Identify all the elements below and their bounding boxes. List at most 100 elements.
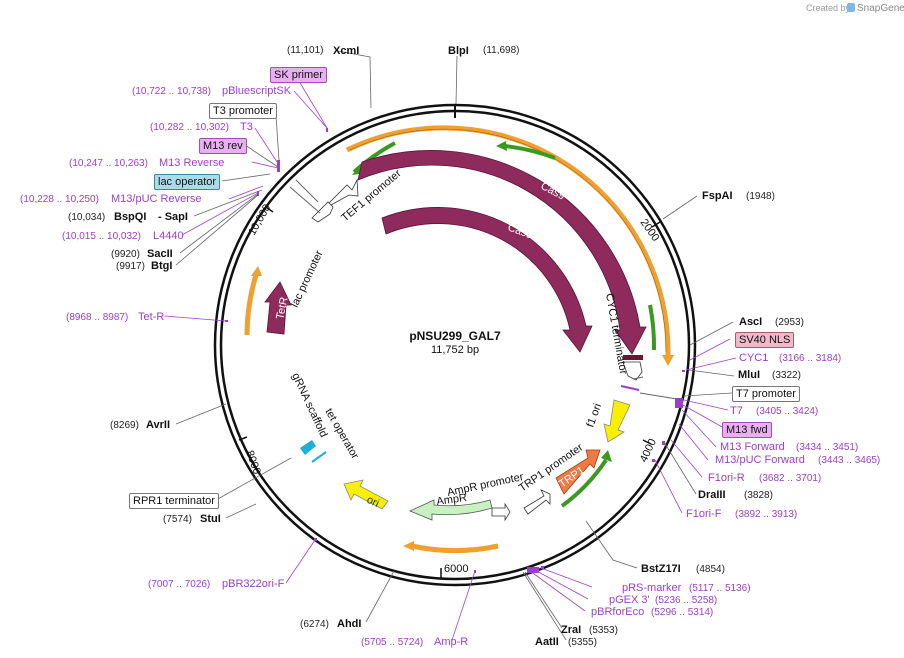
pbluescript-position: (10,722 .. 10,738) xyxy=(132,86,211,97)
tet-r-primer[interactable]: Tet-R xyxy=(138,311,165,323)
ahdi-site[interactable]: AhdI xyxy=(337,618,362,630)
sk-primer-badge[interactable]: SK primer xyxy=(270,67,327,83)
m13-reverse-position: (10,247 .. 10,263) xyxy=(69,158,148,169)
sapi-site[interactable]: - SapI xyxy=(158,211,188,223)
bstz17i-site[interactable]: BstZ17I xyxy=(641,563,681,575)
tetr-arrow xyxy=(264,281,292,335)
draiii-site[interactable]: DraIII xyxy=(698,489,726,501)
m13-forward-primer[interactable]: M13 Forward xyxy=(720,441,785,453)
cyc1-bar xyxy=(623,355,643,360)
zrai-site[interactable]: ZraI xyxy=(561,624,582,636)
f1ori-f-position: (3892 .. 3913) xyxy=(735,509,798,520)
pgex-position: (5236 .. 5258) xyxy=(655,595,718,606)
avrii-position: (8269) xyxy=(110,420,139,431)
stui-position: (7574) xyxy=(163,514,192,525)
plasmid-size: 11,752 bp xyxy=(431,344,479,356)
cyc1-primer[interactable]: CYC1 xyxy=(739,352,769,364)
bstz17i-position: (4854) xyxy=(696,564,725,575)
cyc1-position: (3166 .. 3184) xyxy=(779,353,842,364)
t3-promoter-badge[interactable]: T3 promoter xyxy=(209,103,277,119)
m13-fwd-badge[interactable]: M13 fwd xyxy=(722,422,772,438)
pbrforeco-primer[interactable]: pBRforEco xyxy=(591,606,645,618)
aatii-position: (5355) xyxy=(568,637,597,648)
cas9-inner-arrow xyxy=(381,207,593,353)
t7-promoter-badge[interactable]: T7 promoter xyxy=(732,386,800,402)
trp1-primer-arc xyxy=(560,458,608,508)
xcmi-site[interactable]: XcmI xyxy=(333,45,360,57)
pbr322ori-primer[interactable]: pBR322ori-F xyxy=(222,578,285,590)
amp-r-position: (5705 .. 5724) xyxy=(361,637,424,648)
l4440-primer[interactable]: L4440 xyxy=(153,230,184,242)
draiii-position: (3828) xyxy=(744,490,773,501)
t7-primer[interactable]: T7 xyxy=(730,405,743,417)
green-primer-3 xyxy=(648,304,657,351)
cas9-outer-arrow xyxy=(357,150,647,355)
pbrforeco-position: (5296 .. 5314) xyxy=(651,607,714,618)
t3-position: (10,282 .. 10,302) xyxy=(150,122,229,133)
lac-operator-badge[interactable]: lac operator xyxy=(154,174,221,190)
l4440-position: (10,015 .. 10,032) xyxy=(62,231,141,242)
green-primer-2 xyxy=(504,144,556,160)
m13-rev-badge[interactable]: M13 rev xyxy=(199,138,247,154)
bspqi-position: (10,034) xyxy=(68,212,106,223)
orange-primer-arc xyxy=(345,125,671,356)
rpr1-terminator-badge[interactable]: RPR1 terminator xyxy=(129,493,219,509)
mlui-position: (3322) xyxy=(772,370,801,381)
grna-scaffold-shape xyxy=(300,440,316,455)
tef1-promoter-arrow xyxy=(321,178,359,211)
trp1-promoter-arrow xyxy=(523,489,551,515)
avrii-site[interactable]: AvrII xyxy=(146,419,171,431)
sacii-position: (9920) xyxy=(111,249,140,260)
green-primer-1 xyxy=(352,141,396,174)
tetr-primer-arc xyxy=(244,274,259,336)
m13-reverse-primer[interactable]: M13 Reverse xyxy=(159,157,225,169)
t3-primer[interactable]: T3 xyxy=(240,121,253,133)
ori-arrow xyxy=(343,479,389,510)
m13-puc-forward-primer[interactable]: M13/pUC Forward xyxy=(715,454,805,466)
pbluescript-primer[interactable]: pBluescriptSK xyxy=(222,85,292,97)
ampr-primer-arc xyxy=(411,543,499,554)
cyc1-terminator-shape xyxy=(622,361,643,381)
m13-puc-reverse-position: (10,228 .. 10,250) xyxy=(20,194,99,205)
ahdi-position: (6274) xyxy=(300,619,329,630)
snapgene-logo-icon xyxy=(847,3,855,12)
pbr322ori-position: (7007 .. 7026) xyxy=(148,579,211,590)
lac-promoter-arrow xyxy=(311,201,334,223)
m13-puc-reverse-primer[interactable]: M13/pUC Reverse xyxy=(111,193,202,205)
blpi-site[interactable]: BlpI xyxy=(448,45,469,57)
fspai-site[interactable]: FspAI xyxy=(702,190,733,202)
trp1-arrow xyxy=(555,449,601,495)
created-by-text: Created by xyxy=(806,3,851,13)
blpi-position: (11,698) xyxy=(483,45,520,56)
tick-6000: 6000 xyxy=(444,563,468,575)
stui-site[interactable]: StuI xyxy=(200,513,221,525)
ampr-label: AmpR xyxy=(436,492,468,508)
sacii-site[interactable]: SacII xyxy=(147,248,173,260)
amp-r-primer[interactable]: Amp-R xyxy=(434,636,469,648)
xcmi-position: (11,101) xyxy=(287,45,324,56)
prs-marker-primer[interactable]: pRS-marker xyxy=(622,582,682,594)
plasmid-name: pNSU299_GAL7 xyxy=(409,329,501,343)
ampr-arrow xyxy=(408,499,493,521)
f1ori-r-position: (3682 .. 3701) xyxy=(759,473,822,484)
m13-puc-forward-position: (3443 .. 3465) xyxy=(818,455,881,466)
t7-position: (3405 .. 3424) xyxy=(756,406,819,417)
zrai-position: (5353) xyxy=(589,625,618,636)
prs-marker-position: (5117 .. 5136) xyxy=(689,583,751,594)
fspai-position: (1948) xyxy=(746,191,775,202)
f1ori-f-primer[interactable]: F1ori-F xyxy=(686,508,722,520)
tet-r-position: (8968 .. 8987) xyxy=(66,312,129,323)
pgex-primer[interactable]: pGEX 3' xyxy=(609,594,650,606)
ampr-promoter-arrow xyxy=(491,502,511,522)
mlui-site[interactable]: MluI xyxy=(738,369,760,381)
snapgene-brand: SnapGene xyxy=(857,3,904,14)
bspqi-site[interactable]: BspQI xyxy=(114,211,147,223)
f1ori-r-primer[interactable]: F1ori-R xyxy=(708,472,745,484)
ori-label: ori xyxy=(365,494,381,510)
sv40-nls-badge[interactable]: SV40 NLS xyxy=(735,332,795,348)
btgi-site[interactable]: BtgI xyxy=(151,260,173,272)
asci-site[interactable]: AscI xyxy=(739,316,763,328)
aatii-site[interactable]: AatII xyxy=(535,636,559,648)
